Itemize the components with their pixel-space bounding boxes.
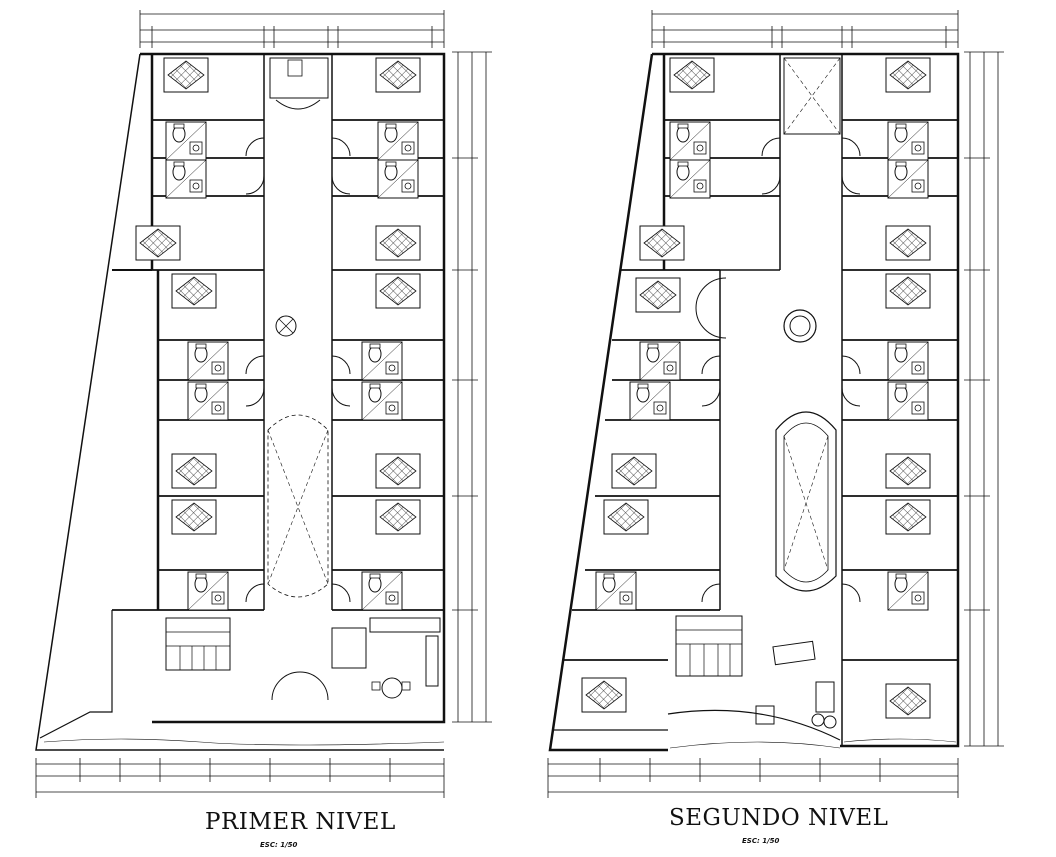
plan-segundo-nivel xyxy=(547,10,1004,798)
plan-scale-primer-nivel: ESC: 1/50 xyxy=(260,841,298,849)
plan-title-segundo-nivel: SEGUNDO NIVEL xyxy=(669,805,889,831)
plan-title-primer-nivel: PRIMER NIVEL xyxy=(205,809,396,835)
plan-primer-nivel xyxy=(35,10,492,798)
plan-scale-segundo-nivel: ESC: 1/50 xyxy=(742,837,780,845)
